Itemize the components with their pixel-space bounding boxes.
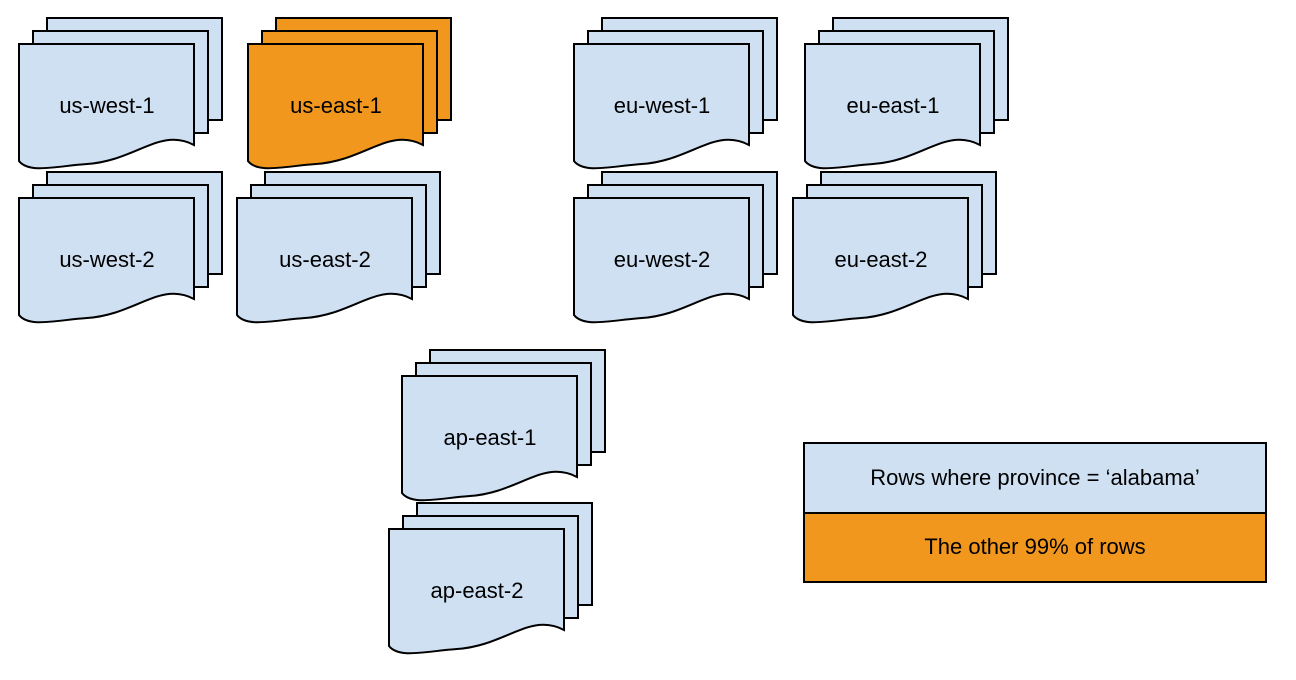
region-label: us-east-2 <box>279 247 371 272</box>
legend-item-other-rows: The other 99% of rows <box>805 511 1265 581</box>
document-pages-shape <box>804 17 1009 170</box>
legend-item-label: Rows where province = ‘alabama’ <box>870 464 1200 490</box>
region-label: ap-east-2 <box>431 578 524 603</box>
region-label: ap-east-1 <box>444 425 537 450</box>
region-stack-us-east-2: us-east-2 <box>235 171 445 329</box>
document-pages-shape <box>388 502 593 655</box>
document-pages-shape <box>236 171 441 324</box>
region-stack-ap-east-1: ap-east-1 <box>400 349 610 507</box>
region-label: eu-west-2 <box>614 247 711 272</box>
region-stack-eu-west-1: eu-west-1 <box>572 17 782 175</box>
region-label: eu-east-1 <box>847 93 940 118</box>
document-pages-shape <box>401 349 606 502</box>
region-label: us-west-1 <box>59 93 154 118</box>
legend-item-alabama-rows: Rows where province = ‘alabama’ <box>805 444 1265 512</box>
document-pages-shape <box>573 171 778 324</box>
legend-item-label: The other 99% of rows <box>924 534 1146 560</box>
region-label: us-west-2 <box>59 247 154 272</box>
region-stack-us-west-2: us-west-2 <box>17 171 227 329</box>
document-pages-shape <box>18 171 223 324</box>
legend: Rows where province = ‘alabama’ The othe… <box>803 442 1267 583</box>
region-stack-us-east-1: us-east-1 <box>246 17 456 175</box>
document-pages-shape <box>792 171 997 324</box>
region-label: us-east-1 <box>290 93 382 118</box>
region-stack-eu-east-1: eu-east-1 <box>803 17 1013 175</box>
region-stack-us-west-1: us-west-1 <box>17 17 227 175</box>
document-pages-shape <box>247 17 452 170</box>
document-pages-shape <box>18 17 223 170</box>
region-stack-eu-east-2: eu-east-2 <box>791 171 1001 329</box>
region-stack-ap-east-2: ap-east-2 <box>387 502 597 660</box>
document-pages-shape <box>573 17 778 170</box>
region-label: eu-east-2 <box>835 247 928 272</box>
region-label: eu-west-1 <box>614 93 711 118</box>
region-stack-eu-west-2: eu-west-2 <box>572 171 782 329</box>
